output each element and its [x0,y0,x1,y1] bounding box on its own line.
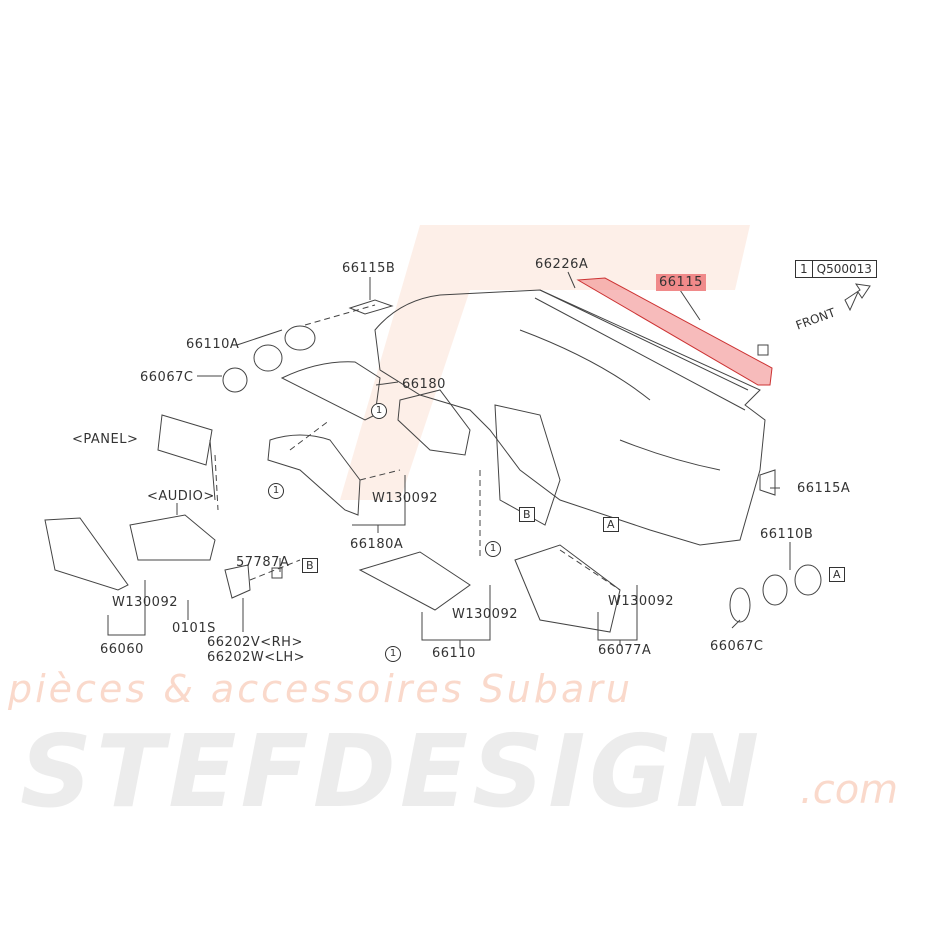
bracket-66202 [224,564,251,599]
part-66202V[interactable]: 66202V<RH> [207,635,303,650]
part-66110A[interactable]: 66110A [186,337,240,352]
dashboard-detail-lines [519,289,749,471]
panel-part [157,414,213,466]
vent-left-inner [253,344,283,372]
vent-ring-right [729,587,751,623]
part-66115-highlighted[interactable]: 66115 [656,274,706,291]
trim-66060 [44,517,129,591]
speaker-cover-66115A [759,469,776,496]
part-66180A[interactable]: 66180A [350,537,404,552]
center-stack [494,404,561,526]
vent-left-outer [284,325,316,351]
circled-one-marker: 1 [485,541,501,557]
dashboard-outline [374,289,766,546]
panel-66180 [280,361,381,421]
part-66180[interactable]: 66180 [402,377,446,392]
reference-legend: 1 Q500013 [795,260,877,278]
panel-label: <PANEL> [72,432,139,447]
part-66115A[interactable]: 66115A [797,481,851,496]
audio-unit [129,514,216,561]
part-66110[interactable]: 66110 [432,646,476,661]
part-66115B[interactable]: 66115B [342,261,396,276]
audio-label: <AUDIO> [147,489,215,504]
clip-66115 [757,344,769,356]
ref-box-B: B [519,507,535,522]
glove-box-66077A [514,544,621,633]
part-66115-label: 66115 [656,274,706,291]
part-66077A[interactable]: 66077A [598,643,652,658]
part-W130092-a[interactable]: W130092 [372,491,438,506]
part-66067C-left[interactable]: 66067C [140,370,194,385]
ref-box-A: A [829,567,845,582]
panel-66180A [267,434,361,516]
defroster-strip-66115 [576,277,773,386]
part-W130092-b[interactable]: W130092 [112,595,178,610]
part-66226A[interactable]: 66226A [535,257,589,272]
watermark-tagline: pièces & accessoires Subaru [8,667,633,711]
circled-one-marker: 1 [371,403,387,419]
watermark-domain: .com [800,767,899,813]
ref-box-A: A [603,517,619,532]
speaker-cover-66115B [348,299,394,315]
panel-66110 [358,551,471,611]
part-66110B[interactable]: 66110B [760,527,814,542]
dashed-guide-lines [214,304,621,591]
part-57787A[interactable]: 57787A [236,555,290,570]
part-W130092-d[interactable]: W130092 [608,594,674,609]
ref-box-B: B [302,558,318,573]
vent-right-outer [794,564,822,596]
circled-one-marker: 1 [385,646,401,662]
logo-shape [340,225,750,500]
part-66202W[interactable]: 66202W<LH> [207,650,306,665]
vent-ring-left [222,367,248,393]
cluster-hood [397,389,471,456]
part-66060[interactable]: 66060 [100,642,144,657]
leader-lines [107,271,791,648]
circled-one: 1 [800,262,808,276]
part-W130092-c[interactable]: W130092 [452,607,518,622]
front-arrow-icon [844,283,871,312]
vent-right-inner [762,574,788,606]
part-66067C-right[interactable]: 66067C [710,639,764,654]
circled-one-marker: 1 [268,483,284,499]
watermark-brand: STEFDESIGN [20,713,764,830]
part-0101S[interactable]: 0101S [172,621,216,636]
reference-part-number: Q500013 [811,261,876,277]
